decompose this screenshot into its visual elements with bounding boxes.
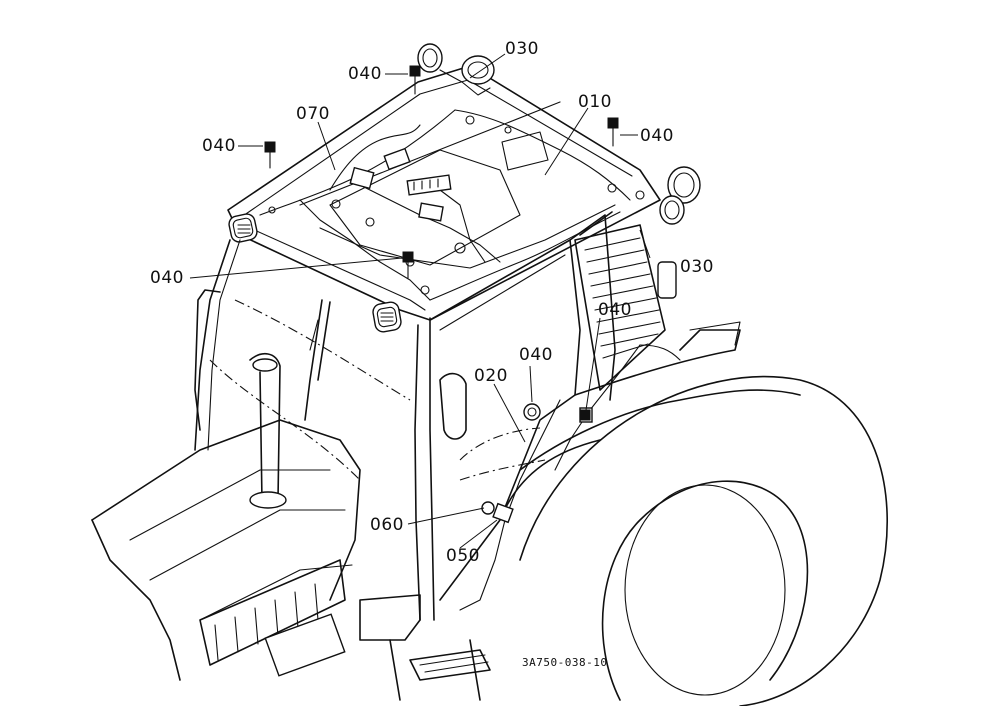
- bolt-icon: [607, 117, 619, 147]
- callout-040-lower: 040: [519, 345, 553, 365]
- work-lamp-front-right: [372, 301, 402, 333]
- bolt-icon: [264, 141, 276, 169]
- bolt-icon: [579, 409, 591, 421]
- engine-hood: [91, 353, 361, 681]
- callout-020: 020: [474, 366, 508, 386]
- callout-070: 070: [296, 104, 330, 124]
- callout-040-door: 040: [598, 300, 632, 320]
- rear-fender: [499, 321, 801, 521]
- cab-step: [359, 594, 491, 701]
- drawing-code: 3A750-038-10: [522, 656, 608, 669]
- callout-040-right: 040: [640, 126, 674, 146]
- callout-010: 010: [578, 92, 612, 112]
- work-lamp-front-left: [228, 213, 258, 243]
- callout-030-top: 030: [505, 39, 539, 59]
- bolt-icon: [409, 65, 421, 95]
- work-lamp-rear-right: [659, 166, 701, 225]
- callout-060: 060: [370, 515, 404, 535]
- callout-040-mid: 040: [150, 268, 184, 288]
- roof-wiring-harness: [259, 109, 645, 301]
- rear-tire: [519, 375, 889, 706]
- leader-lines: [189, 53, 651, 549]
- cab-body: [194, 211, 677, 621]
- work-lamp-top: [417, 43, 495, 96]
- callout-040-top: 040: [348, 64, 382, 84]
- callout-050: 050: [446, 546, 480, 566]
- callout-030-right: 030: [680, 257, 714, 277]
- bolt-icon: [402, 251, 414, 279]
- callout-040-left: 040: [202, 136, 236, 156]
